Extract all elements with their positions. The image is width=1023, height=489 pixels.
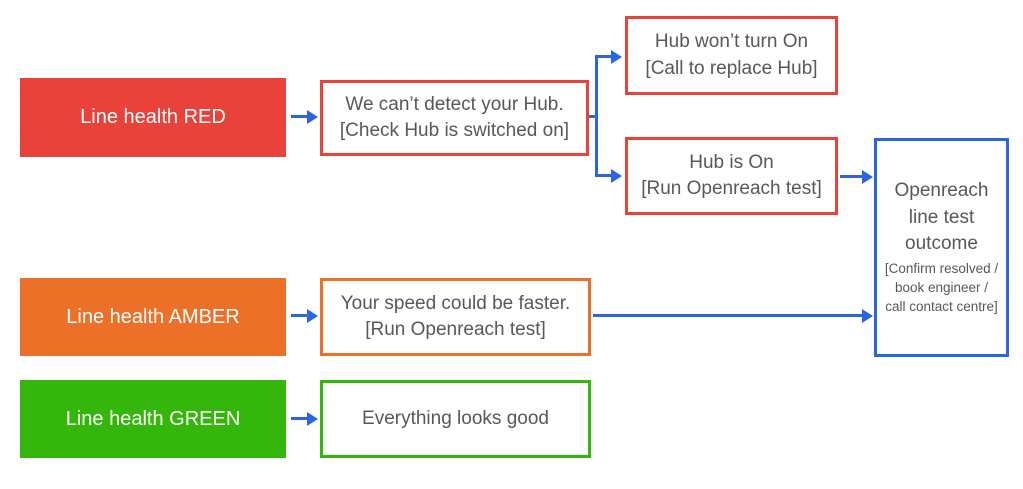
- branch-top-line: [595, 55, 611, 58]
- line-health-red-label: Line health RED: [80, 106, 226, 128]
- line-health-green-source-box: Line health GREEN: [20, 380, 286, 458]
- arrow-head-icon: [862, 309, 873, 323]
- arrow-head-icon: [307, 412, 318, 426]
- hub-is-on-line1: Hub is On: [689, 151, 774, 173]
- arrow-head-icon: [307, 110, 318, 124]
- arrow-line: [840, 175, 862, 178]
- hub-wont-turn-on-box: Hub won’t turn On [Call to replace Hub]: [625, 16, 838, 95]
- arrow-head-icon: [611, 50, 622, 64]
- hub-wont-turn-on-line2: [Call to replace Hub]: [645, 57, 818, 79]
- amber-step-line2: [Run Openreach test]: [365, 319, 546, 340]
- openreach-outcome-actions: [Confirm resolved / book engineer / call…: [885, 260, 998, 317]
- arrow-line: [291, 417, 307, 420]
- openreach-outcome-box: Openreach line test outcome [Confirm res…: [874, 138, 1009, 357]
- green-step-line1: Everything looks good: [362, 407, 549, 429]
- outcome-sub2: book engineer /: [894, 279, 989, 295]
- line-health-amber-source-box: Line health AMBER: [20, 278, 286, 356]
- hub-is-on-box: Hub is On [Run Openreach test]: [625, 137, 838, 215]
- arrow-line: [593, 314, 862, 317]
- line-health-amber-label: Line health AMBER: [66, 305, 240, 328]
- amber-step-line1: Your speed could be faster.: [340, 292, 571, 314]
- openreach-outcome-title: Openreach line test outcome: [894, 178, 988, 258]
- red-step-line1: We can’t detect your Hub.: [345, 93, 564, 115]
- outcome-line2: line test: [908, 206, 975, 228]
- hub-wont-turn-on-line1: Hub won’t turn On: [654, 31, 809, 53]
- green-step-box: Everything looks good: [320, 380, 591, 458]
- branch-bottom-line: [595, 174, 611, 177]
- arrow-head-icon: [611, 169, 622, 183]
- hub-is-on-line2: [Run Openreach test]: [641, 178, 822, 199]
- amber-step-box: Your speed could be faster. [Run Openrea…: [320, 278, 591, 356]
- line-health-red-source-box: Line health RED: [20, 78, 286, 157]
- arrow-head-icon: [862, 170, 873, 184]
- arrow-line: [291, 115, 307, 118]
- connector-stub-line: [589, 115, 598, 118]
- line-health-green-label: Line health GREEN: [65, 407, 241, 430]
- red-step-box: We can’t detect your Hub. [Check Hub is …: [320, 80, 589, 156]
- outcome-line1: Openreach: [894, 180, 989, 202]
- red-step-line2: [Check Hub is switched on]: [339, 120, 570, 141]
- outcome-line3: outcome: [905, 233, 978, 255]
- outcome-sub3: call contact centre]: [885, 298, 998, 314]
- arrow-line: [291, 314, 307, 317]
- connector-vertical-line: [595, 55, 598, 177]
- outcome-sub1: [Confirm resolved /: [884, 261, 999, 277]
- arrow-head-icon: [307, 309, 318, 323]
